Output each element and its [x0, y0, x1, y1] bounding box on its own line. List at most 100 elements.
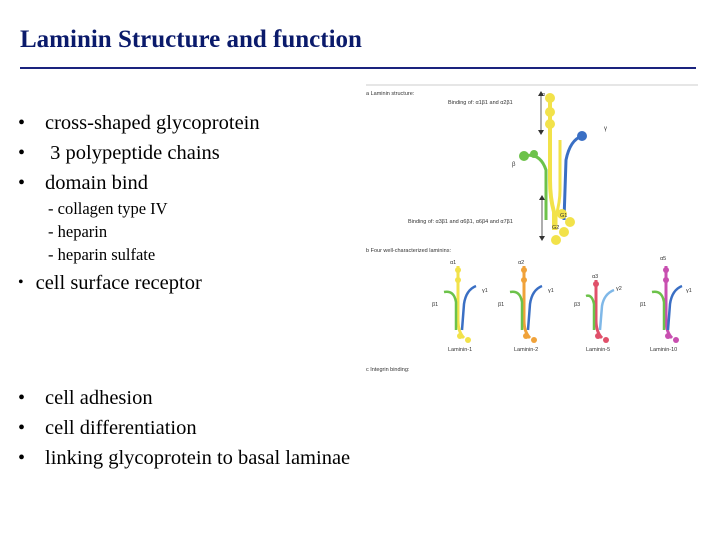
beta-chain [585, 294, 596, 330]
alpha-domain [663, 277, 669, 283]
g-domain [523, 333, 529, 339]
g-domain [595, 333, 601, 339]
bullet-cell-adhesion: • cell adhesion [18, 383, 350, 413]
section-a-label: a Laminin structure: [366, 91, 415, 97]
laminin-figure: a Laminin structure: Binding of: α1β1 an… [364, 80, 700, 380]
beta-chain [443, 290, 458, 330]
laminin-1-diagram: α1 β1 γ1 Laminin-1 [432, 260, 488, 353]
laminin-1-gamma: γ1 [482, 288, 488, 294]
bottom-bullet-list: • cell adhesion • cell differentiation • li… [18, 383, 350, 473]
alpha-domain [455, 267, 461, 273]
g-domain [531, 337, 537, 343]
beta-chain [523, 153, 548, 220]
alpha-domain [545, 93, 555, 103]
gamma-chain [460, 284, 477, 331]
alpha-domain [545, 119, 555, 129]
laminin-2-alpha: α2 [518, 260, 524, 266]
g-domain [551, 235, 561, 245]
laminin-5-diagram: α3 β3 γ2 Laminin-5 [574, 274, 622, 353]
bullet-text: cell differentiation [45, 417, 197, 439]
top-bullet-list: • cross-shaped glycoprotein • 3 polypepti… [18, 108, 260, 198]
bullet-dot: • [18, 274, 24, 291]
bullet-cross-shaped: • cross-shaped glycoprotein [18, 108, 260, 138]
label-g1: G1 [560, 213, 567, 219]
bullet-dot: • [18, 447, 26, 469]
laminin-10-alpha: α5 [660, 256, 666, 262]
gamma-domain [577, 131, 587, 141]
g-domain [673, 337, 679, 343]
bullet-dot: • [18, 172, 26, 194]
g-domain [603, 337, 609, 343]
laminin-diagram-svg: a Laminin structure: Binding of: α1β1 an… [366, 84, 698, 373]
slide-title: Laminin Structure and function [20, 26, 362, 53]
section-c-label: c Integrin binding: [366, 367, 410, 373]
g-domain [557, 209, 567, 219]
g-domain [665, 333, 671, 339]
alpha-domain [593, 281, 599, 287]
beta-domain [530, 150, 538, 158]
laminin-2-beta: β1 [498, 302, 504, 308]
g-domain [559, 227, 569, 237]
sub-item-collagen: - collagen type IV [48, 199, 168, 218]
bullet-linking-glycoprotein: • linking glycoprotein to basal laminae [18, 443, 350, 473]
g-domain [457, 333, 463, 339]
label-beta: β [512, 162, 516, 168]
laminin-10-diagram: α5 β1 γ1 Laminin-10 [640, 256, 692, 353]
bullet-text: cell adhesion [45, 387, 153, 409]
gamma-chain [666, 284, 683, 331]
laminin-10-gamma: γ1 [686, 288, 692, 294]
laminin-1-beta: β1 [432, 302, 438, 308]
title-underline [20, 67, 696, 69]
g-domain [465, 337, 471, 343]
bullet-cell-differentiation: • cell differentiation [18, 413, 350, 443]
bullet-dot: • [18, 387, 26, 409]
alpha-domain [521, 277, 527, 283]
bullet-text: linking glycoprotein to basal laminae [45, 447, 351, 469]
sub-item-heparin: - heparin [48, 222, 108, 241]
laminin-5-name: Laminin-5 [586, 347, 610, 353]
alpha-domain [663, 267, 669, 273]
laminin-5-beta: β3 [574, 302, 580, 308]
bullet-dot: • [18, 417, 26, 439]
domain-bind-sublist: - collagen type IV - heparin - heparin s… [48, 197, 168, 266]
laminin-2-name: Laminin-2 [514, 347, 538, 353]
bullet-text: domain bind [45, 172, 149, 194]
laminin-2-diagram: α2 β1 γ1 Laminin-2 [498, 260, 554, 353]
bullet-text: 3 polypeptide chains [45, 142, 220, 164]
binding-mid-arrowheads [539, 195, 545, 241]
binding-top-arrowheads [538, 91, 544, 135]
section-b-label: b Four well-characterized laminins: [366, 248, 451, 254]
laminin-5-gamma: γ2 [616, 286, 622, 292]
beta-domain [519, 151, 529, 161]
binding-mid-label: Binding of: α3β1 and α6β1, α6β4 and α7β1 [408, 219, 513, 225]
alpha-domain [545, 107, 555, 117]
sub-item-heparin-sulfate: - heparin sulfate [48, 245, 156, 264]
alpha-chain-2 [554, 140, 562, 230]
bullet-domain-bind: • domain bind [18, 168, 260, 198]
gamma-chain [598, 288, 615, 331]
bullet-text: cross-shaped glycoprotein [45, 112, 260, 134]
alpha-domain [521, 267, 527, 273]
laminin-10-beta: β1 [640, 302, 646, 308]
g-domain [565, 217, 575, 227]
bullet-dot: • [18, 112, 26, 134]
label-alpha: α [542, 92, 545, 98]
alpha-chain [548, 98, 556, 230]
laminin-5-alpha: α3 [592, 274, 598, 280]
bullet-dot: • [18, 142, 26, 164]
gamma-chain [562, 134, 583, 221]
laminin-1-alpha: α1 [450, 260, 456, 266]
label-gamma: γ [604, 126, 607, 132]
beta-chain [509, 290, 524, 330]
laminin-10-name: Laminin-10 [650, 347, 677, 353]
label-g2: G2 [552, 225, 559, 231]
bullet-polypeptide-chains: • 3 polypeptide chains [18, 138, 260, 168]
beta-chain [651, 290, 666, 330]
gamma-chain [526, 284, 543, 331]
binding-top-label: Binding of: α1β1 and α2β1 [448, 100, 513, 106]
laminin-2-gamma: γ1 [548, 288, 554, 294]
bullet-cell-surface-receptor: • cell surface receptor [18, 268, 202, 298]
alpha-domain [455, 277, 461, 283]
bullet-text: cell surface receptor [35, 272, 202, 294]
laminin-1-name: Laminin-1 [448, 347, 472, 353]
